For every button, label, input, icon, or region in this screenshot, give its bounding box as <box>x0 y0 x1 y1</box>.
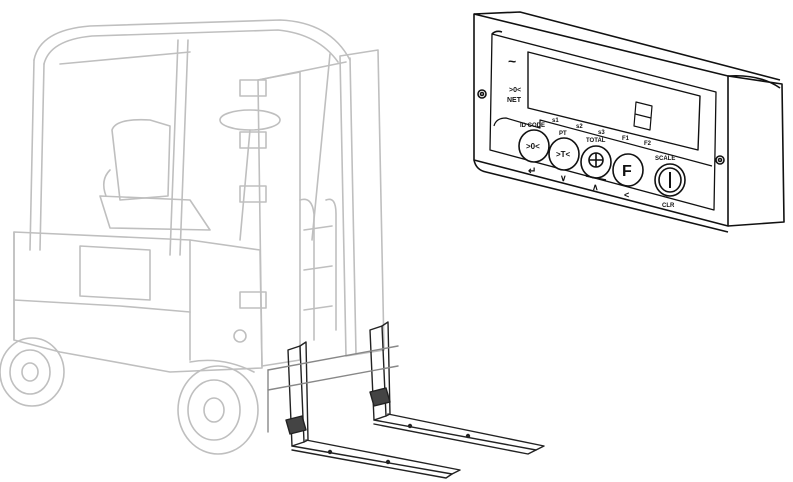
power-icon[interactable] <box>654 163 686 197</box>
key-tare-face: >T< <box>556 150 571 159</box>
zero-symbol: >0< <box>509 87 521 94</box>
indicator-side <box>727 75 785 227</box>
annunciator-s3: s3 <box>598 130 605 136</box>
display-digit <box>633 101 653 131</box>
key-zero-top-label: ID CODE <box>520 123 545 129</box>
annunciator-s1: s1 <box>552 118 559 124</box>
indicator-labels: ~ >0< NET s1 s2 s3 F1 F2 ID CODE >0< ↵ P… <box>507 53 675 209</box>
key-tare[interactable] <box>548 137 580 171</box>
key-function-bottom: < <box>624 190 629 200</box>
screw-icon <box>715 155 725 165</box>
key-total[interactable] <box>580 145 612 181</box>
key-tare-bottom: ∨ <box>560 173 567 183</box>
lcd-display <box>527 51 701 151</box>
forks <box>267 321 545 479</box>
forklift-body <box>13 231 263 373</box>
overhead-guard <box>29 19 351 256</box>
front-panel <box>489 33 717 211</box>
left-fork <box>285 341 461 479</box>
mast <box>233 49 385 367</box>
key-zero-face: >0< <box>526 142 540 151</box>
annunciator-s2: s2 <box>576 124 583 130</box>
seat <box>99 118 211 231</box>
key-total-top-label: TOTAL <box>586 138 606 144</box>
key-total-bottom: ∧ <box>592 182 599 192</box>
front-wheel <box>177 359 259 455</box>
right-fork <box>369 321 545 455</box>
forklift <box>0 19 385 455</box>
steering-wheel <box>219 109 281 241</box>
keypad-strip <box>493 117 713 167</box>
key-function-face: F <box>622 163 632 180</box>
stable-symbol: ~ <box>508 53 516 69</box>
rear-wheel <box>0 337 65 407</box>
net-symbol: NET <box>507 97 522 104</box>
carriage <box>267 345 399 433</box>
key-zero[interactable] <box>518 129 550 163</box>
key-zero-bottom: ↵ <box>528 166 536 177</box>
weighing-indicator <box>473 11 785 233</box>
key-power-bottom: CLR <box>662 203 675 209</box>
annunciator-f1: F1 <box>622 136 630 142</box>
key-power-top-label: SCALE <box>655 156 675 162</box>
screw-icon <box>477 89 487 99</box>
annunciator-f2: F2 <box>644 141 652 147</box>
key-tare-top-label: PT <box>559 131 567 137</box>
key-function[interactable] <box>612 153 644 187</box>
